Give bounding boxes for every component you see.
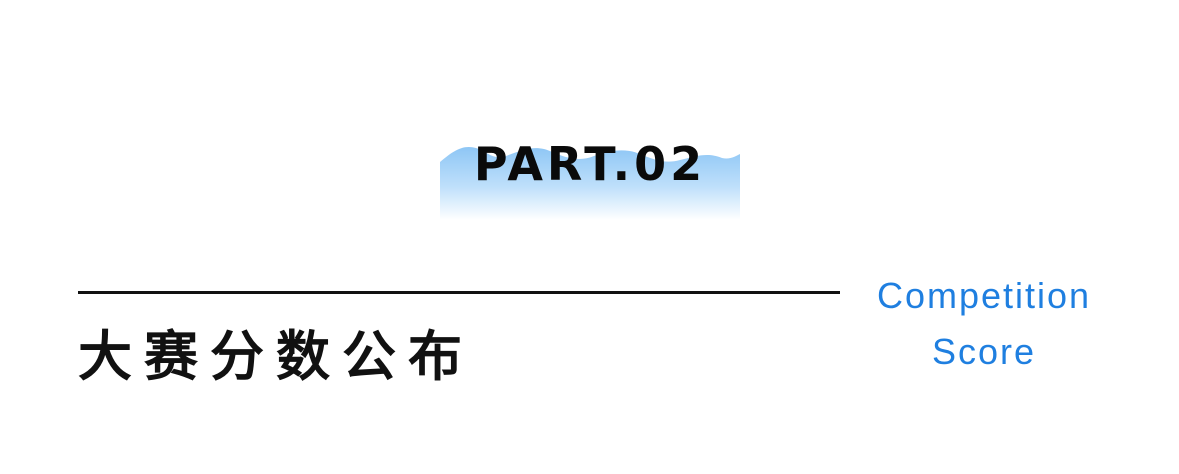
part-label: PART.02 [473, 137, 707, 191]
subtitle-line-1: Competition [876, 275, 1092, 316]
section-subtitle: Competition Score [862, 268, 1106, 380]
wave-decoration [440, 146, 740, 220]
section-divider [78, 291, 840, 294]
subtitle-line-2: Score [931, 331, 1037, 372]
section-heading: 大赛分数公布 [78, 325, 474, 388]
part-badge: PART.02 [440, 130, 740, 220]
